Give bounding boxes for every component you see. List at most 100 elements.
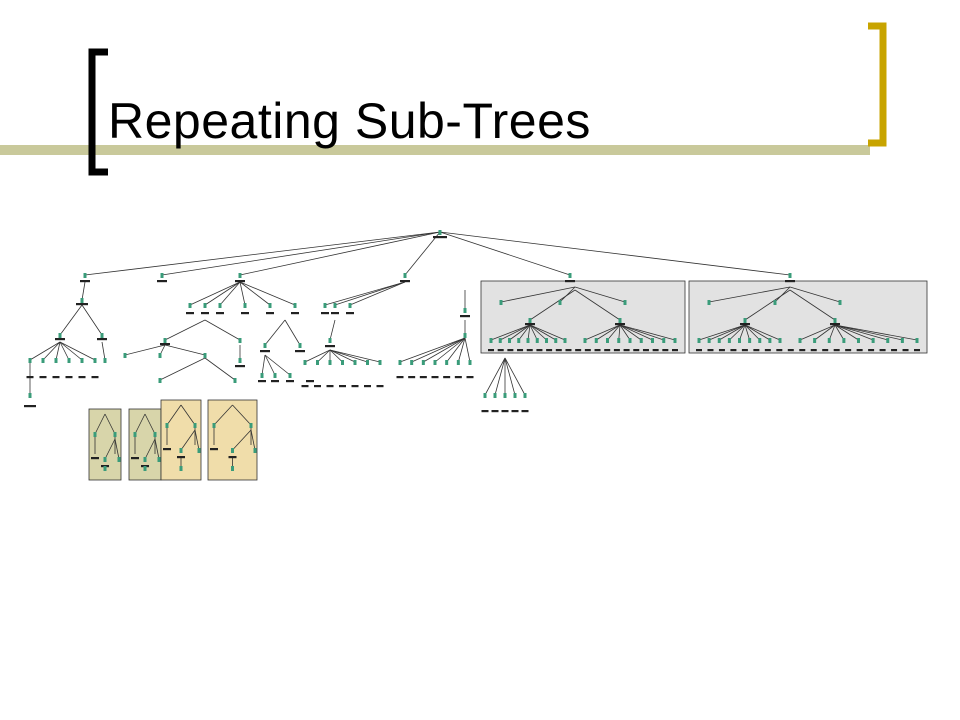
tree-node-label xyxy=(856,349,863,352)
tree-edge xyxy=(504,357,526,396)
tree-node-label xyxy=(546,349,553,352)
tree-edge xyxy=(219,281,241,306)
tree-node xyxy=(493,393,497,398)
tree-edge xyxy=(55,341,61,361)
tree-edge xyxy=(264,354,291,376)
tree-node-label xyxy=(787,349,794,352)
tree-node xyxy=(445,360,449,365)
tree-node-label xyxy=(584,349,591,352)
tree-node-label xyxy=(306,380,314,383)
tree-node xyxy=(179,448,183,453)
tree-node xyxy=(67,358,71,363)
tree-node-label xyxy=(131,457,139,460)
tree-node-label xyxy=(39,376,47,379)
tree-edge xyxy=(619,324,642,341)
tree-node-label xyxy=(613,349,620,352)
tree-edge xyxy=(29,341,61,361)
tree-node xyxy=(203,303,207,308)
tree-node xyxy=(438,230,442,235)
tree-node xyxy=(103,358,107,363)
tree-node-label xyxy=(228,456,237,459)
tree-node xyxy=(563,338,567,343)
tree-node-label xyxy=(201,312,209,315)
tree-edge xyxy=(529,324,538,341)
tree-node xyxy=(58,333,62,338)
tree-node-label xyxy=(55,338,65,341)
tree-node xyxy=(80,298,84,303)
tree-node xyxy=(316,360,319,365)
tree-node-label xyxy=(776,349,783,352)
tree-node xyxy=(328,338,332,343)
tree-edge xyxy=(719,324,746,341)
tree-edge xyxy=(232,429,252,451)
tree-node xyxy=(483,393,487,398)
tree-node xyxy=(212,423,216,428)
tree-edge xyxy=(264,319,286,346)
tree-node xyxy=(773,300,777,305)
tree-edge xyxy=(814,324,836,341)
tree-node-label xyxy=(565,349,572,352)
tree-node xyxy=(378,360,382,365)
tree-node-label xyxy=(672,349,678,352)
tree-node-label xyxy=(454,376,462,379)
tree-edge xyxy=(619,324,631,341)
tree-edge xyxy=(500,286,576,303)
tree-edge xyxy=(329,349,381,363)
tree-node-label xyxy=(266,312,274,315)
tree-node xyxy=(513,393,517,398)
tree-edge xyxy=(504,357,516,396)
tree-node xyxy=(743,318,747,323)
slide-title: Repeating Sub-Trees xyxy=(108,93,591,149)
tree-node xyxy=(113,432,117,437)
tree-edge xyxy=(204,319,241,341)
tree-node xyxy=(628,338,632,343)
tree-edge xyxy=(529,289,576,321)
tree-node xyxy=(788,273,792,278)
tree-edge xyxy=(329,319,336,341)
tree-node-label xyxy=(555,349,562,352)
tree-node xyxy=(758,338,762,343)
tree-node-label xyxy=(536,349,543,352)
tree-node xyxy=(456,360,460,365)
tree-node xyxy=(103,466,107,471)
tree-node xyxy=(768,338,772,343)
tree-edge xyxy=(239,281,246,306)
tree-edge xyxy=(261,354,266,376)
tree-edge xyxy=(834,324,845,341)
tree-edge xyxy=(698,324,746,341)
tree-edge xyxy=(789,289,836,321)
tree-node xyxy=(535,338,539,343)
tree-edge xyxy=(194,429,200,451)
tree-edge xyxy=(484,357,506,396)
tree-edge xyxy=(124,344,166,356)
tree-node-label xyxy=(526,349,533,352)
tree-node xyxy=(717,338,721,343)
tree-edge xyxy=(509,324,531,341)
tree-node-label xyxy=(799,349,806,352)
tree-node-label xyxy=(511,410,519,413)
tree-node xyxy=(158,378,162,383)
tree-edge xyxy=(104,438,116,460)
tree-node-label xyxy=(91,457,99,460)
tree-node-label xyxy=(80,280,90,283)
tree-node xyxy=(179,466,183,471)
tree-edge xyxy=(423,337,466,363)
tree-node-label xyxy=(517,349,524,352)
tree-node-label xyxy=(604,349,611,352)
tree-node-label xyxy=(497,349,504,352)
tree-node xyxy=(813,338,817,343)
tree-node xyxy=(398,360,402,365)
tree-node xyxy=(333,303,337,308)
tree-node-label xyxy=(78,376,86,379)
tree-node-label xyxy=(419,376,427,379)
tree-node-label xyxy=(376,385,384,388)
tree-node-label xyxy=(914,349,920,352)
tree-node xyxy=(348,303,352,308)
tree-node-label xyxy=(177,456,185,459)
tree-node-label xyxy=(186,312,194,315)
tree-node xyxy=(238,273,242,278)
tree-edge xyxy=(114,438,120,460)
tree-edge xyxy=(317,349,331,363)
tree-edge xyxy=(584,324,621,341)
tree-node-label xyxy=(314,385,321,388)
